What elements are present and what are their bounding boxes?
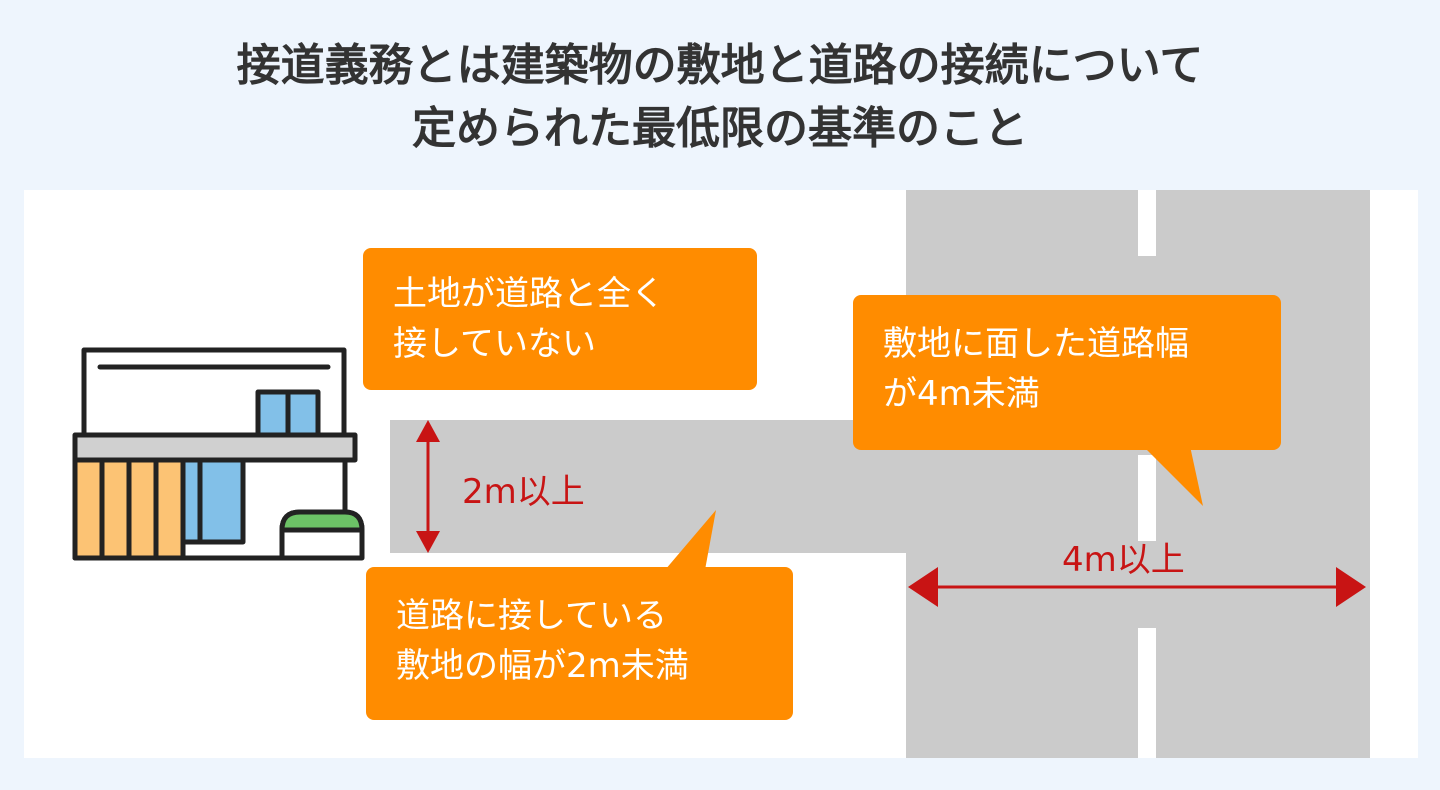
road-width-arrow bbox=[908, 567, 1366, 607]
callout-line: 接していない bbox=[393, 324, 596, 364]
frontage-width-label: 2m以上 bbox=[462, 472, 585, 512]
frontage-arrow bbox=[416, 420, 440, 553]
callout-no-road-contact: 土地が道路と全く 接していない bbox=[363, 248, 757, 390]
road-center-line bbox=[1138, 628, 1156, 758]
access-path bbox=[390, 420, 906, 553]
diagram-title: 接道義務とは建築物の敷地と道路の接続について 定められた最低限の基準のこと bbox=[0, 34, 1440, 160]
bubble-tail bbox=[1143, 446, 1203, 506]
callout-narrow-frontage: 道路に接している 敷地の幅が2m未満 bbox=[366, 567, 793, 720]
road-width-label: 4m以上 bbox=[1062, 540, 1185, 580]
callout-line: 敷地に面した道路幅 bbox=[883, 324, 1189, 364]
callout-line: 道路に接している bbox=[396, 596, 667, 636]
callout-line: 土地が道路と全く bbox=[393, 274, 665, 314]
callout-line: が4m未満 bbox=[883, 374, 1040, 414]
callout-line: 敷地の幅が2m未満 bbox=[396, 646, 689, 686]
title-line-1: 接道義務とは建築物の敷地と道路の接続について bbox=[236, 40, 1204, 91]
house-icon bbox=[72, 347, 365, 561]
road-center-line bbox=[1138, 455, 1156, 541]
bubble-tail bbox=[665, 510, 716, 570]
road-center-line bbox=[1138, 190, 1156, 256]
callout-narrow-road: 敷地に面した道路幅 が4m未満 bbox=[853, 295, 1281, 450]
title-line-2: 定められた最低限の基準のこと bbox=[412, 103, 1028, 154]
